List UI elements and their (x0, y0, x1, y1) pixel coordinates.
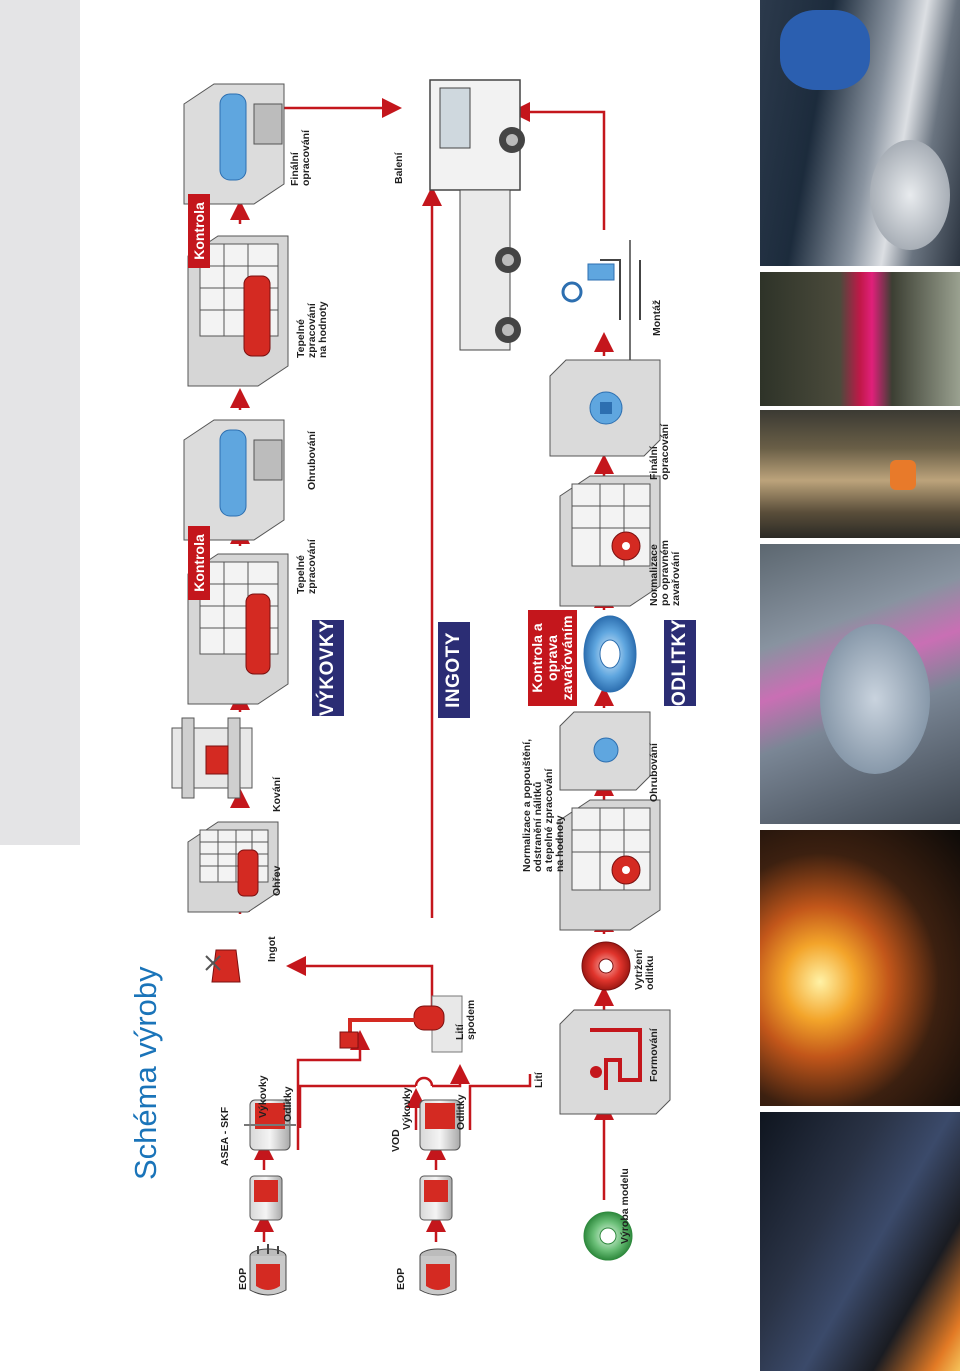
label-vytrzeni: Vytržení odlitku (633, 949, 656, 990)
label-liti-spodem: Lití spodem (454, 999, 477, 1040)
label-ingot: Ingot (266, 936, 278, 962)
label-vykovky-top: Výkovky (257, 1075, 269, 1118)
kontrola-oprava-box: Kontrola a oprava zavařováním (528, 610, 577, 706)
label-liti: Lití (533, 1072, 545, 1088)
label-finalni-2: Finální opracování (648, 423, 671, 480)
kontrola-box-1: Kontrola (188, 526, 210, 600)
casting-ring-icon-red (581, 941, 631, 991)
label-normalizace: Normalizace a popouštění, odstranění nál… (521, 738, 566, 872)
label-eop-bottom: EOP (395, 1267, 407, 1290)
line-crossover (414, 1076, 434, 1087)
normalization-furnace-icon (559, 799, 661, 931)
heat-treatment-furnace-icon-2 (187, 235, 289, 387)
truck-icon (429, 79, 525, 351)
label-ohrubovani-1: Ohrubování (306, 431, 318, 490)
flow-diagram (171, 79, 671, 1296)
ladle-icon-top (249, 1175, 283, 1221)
banner-vykovky: VÝKOVKY (312, 620, 344, 716)
label-asea-skf: ASEA - SKF (219, 1106, 231, 1166)
label-odlitky-mid: Odlitky (455, 1094, 467, 1130)
label-ohrev: Ohřev (271, 865, 283, 896)
eop-furnace-icon-top (249, 1244, 287, 1296)
normalization-repair-furnace-icon (559, 475, 661, 607)
photo-machining (760, 0, 960, 266)
arrow-vykovky-to-mould (296, 1030, 370, 1150)
ingot-icon (205, 949, 241, 983)
label-tepelne-zpracovani-hodnoty: Tepelné zpracování na hodnoty (295, 301, 329, 358)
label-finalni-1: Finální opracování (289, 129, 312, 186)
line-odlitky-top (298, 1084, 416, 1128)
rough-machining-icon (559, 711, 651, 791)
line-odlitky-mid (468, 1074, 532, 1130)
lathe-icon-2 (183, 83, 285, 205)
final-machining-icon (549, 359, 661, 457)
vod-vessel-icon (419, 1099, 461, 1151)
ladle-icon-bottom (419, 1175, 453, 1221)
assembly-icon (561, 240, 641, 360)
forging-press-icon (171, 717, 253, 799)
label-vykovky-mid: Výkovky (401, 1087, 413, 1130)
heat-treatment-furnace-icon-1 (187, 553, 289, 705)
eop-furnace-icon-bottom (419, 1248, 457, 1296)
photo-casting-ring (760, 544, 960, 824)
label-baleni: Balení (393, 152, 405, 184)
photo-foundry-workers (760, 1112, 960, 1371)
label-montaz: Montáž (651, 299, 663, 336)
ohrev-furnace-icon (187, 821, 279, 913)
label-ohrubovani-2: Ohrubování (648, 743, 660, 802)
photo-forge-crane (760, 410, 960, 538)
kontrola-box-2: Kontrola (188, 194, 210, 268)
banner-ingoty: INGOTY (438, 622, 470, 718)
label-eop-top: EOP (237, 1267, 249, 1290)
label-tepelne-zpracovani-1: Tepelné zpracování (295, 539, 318, 594)
grey-sidebar (0, 0, 80, 845)
label-formovani: Formování (648, 1028, 660, 1082)
lathe-icon-1 (183, 419, 285, 541)
inspection-ring-icon-blue (583, 615, 637, 693)
pattern-ring-icon-green (583, 1211, 633, 1261)
bottom-pouring-icon (339, 995, 463, 1053)
arrow-montaz-to-baleni (510, 102, 606, 230)
photo-heat-treatment (760, 272, 960, 406)
label-normalizace-po: Normalizace po opravném zavařování (648, 540, 682, 606)
asea-skf-vessel-icon (244, 1099, 296, 1151)
banner-odlitky: ODLITKY (664, 619, 696, 706)
label-vod: VOD (390, 1129, 402, 1152)
label-odlitky-top: Odlitky (282, 1086, 294, 1122)
arrow-odlitky-top (432, 1064, 470, 1088)
moulding-box-icon (559, 1009, 671, 1115)
label-kovani: Kování (271, 776, 283, 812)
label-vyroba-modelu: Výroba modelu (619, 1168, 631, 1244)
photo-pouring-sparks (760, 830, 960, 1106)
